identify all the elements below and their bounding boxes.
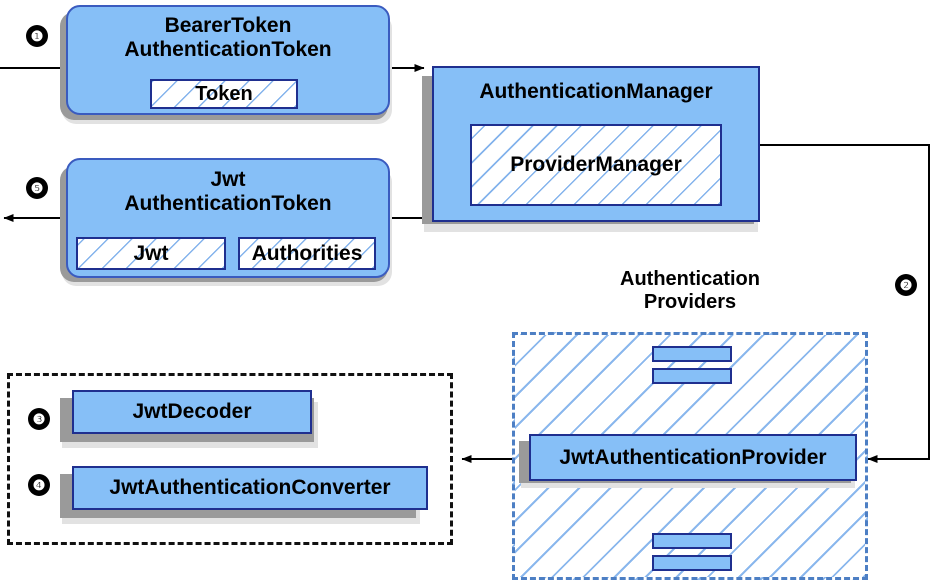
step-badge-4: ❹ [28,474,50,496]
node-jwt-authentication-provider[interactable]: JwtAuthenticationProvider [529,434,857,481]
step-badge-3: ❸ [28,408,50,430]
region-jwt-support-group [7,373,453,545]
node-jwt-decoder[interactable]: JwtDecoder [72,390,312,434]
jwt-token-title-line-2: AuthenticationToken [124,191,332,215]
authentication-providers-caption-line-1: Authentication [620,268,760,290]
bearer-token-title-line-2: AuthenticationToken [124,37,332,61]
field-jwt-token-authorities: Authorities [238,237,376,270]
provider-bar-bottom-1 [652,533,732,549]
field-provider-manager: ProviderManager [470,124,722,206]
provider-bar-top-1 [652,346,732,362]
authentication-providers-caption: Authentication Providers [578,268,802,314]
step-badge-5: ❺ [26,177,48,199]
step-badge-2: ❷ [895,274,917,296]
jwt-token-title-line-1: Jwt [210,168,246,191]
field-jwt-token-jwt: Jwt [76,237,226,270]
field-bearer-token-token: Token [150,79,298,109]
authentication-manager-title: AuthenticationManager [479,80,713,103]
bearer-token-title-line-1: BearerToken [164,14,292,37]
provider-bar-top-2 [652,368,732,384]
step-badge-1: ❶ [26,25,48,47]
node-jwt-authentication-converter[interactable]: JwtAuthenticationConverter [72,466,428,510]
provider-bar-bottom-2 [652,555,732,571]
node-bearer-token-authentication-token[interactable]: BearerToken AuthenticationToken [66,5,390,115]
authentication-providers-caption-line-2: Providers [643,291,737,313]
